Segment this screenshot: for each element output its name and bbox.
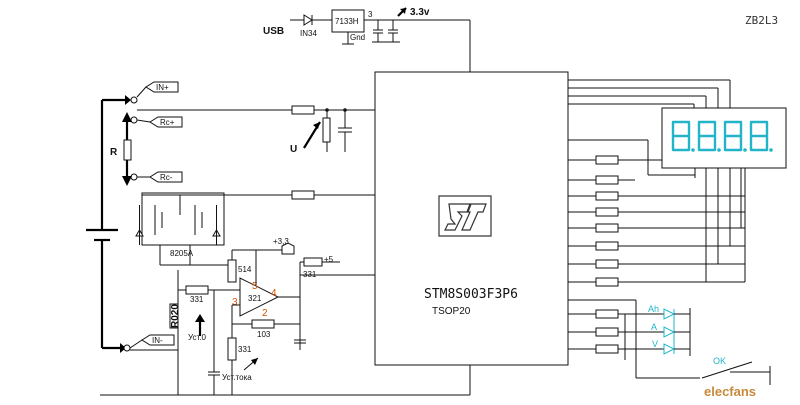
display-digit: [697, 120, 717, 152]
mcu-package-label: TSOP20: [432, 306, 471, 317]
ok-switch-icon: [701, 361, 753, 379]
opamp-pin3: 3: [232, 297, 238, 308]
shunt-label: R: [110, 147, 118, 158]
in-minus-label: IN-: [152, 336, 163, 345]
terminal-in-plus: [130, 96, 138, 104]
terminal-in-minus: [123, 344, 131, 352]
diode-icon: [303, 14, 313, 26]
divider-resistor: [291, 105, 315, 115]
r331a-label: 331: [190, 295, 204, 304]
led-section: Ah A V: [568, 304, 691, 360]
regulator-gnd-label: Gnd: [350, 33, 365, 42]
display-digit: [749, 120, 769, 152]
led-a-label: A: [651, 322, 657, 332]
opamp-pin5: 5: [252, 281, 258, 292]
display-decimal-point: [717, 148, 721, 152]
mosfet-block: 8205A: [135, 176, 375, 266]
r020-label: R020: [170, 304, 181, 328]
supply-out-label: 3.3v: [410, 7, 430, 18]
display-digits: [671, 120, 773, 152]
trim-pot: [322, 117, 331, 143]
usb-label: USB: [263, 26, 284, 37]
current-sense: R020 331 Уст.0 321 5 3 4 2 514 +3,3 331 …: [100, 237, 471, 396]
display-wiring: [568, 79, 787, 287]
ok-button-section: OK elecfans: [568, 299, 771, 399]
r331c-label: 331: [238, 345, 252, 354]
watermark: elecfans: [704, 384, 756, 399]
rc-minus-label: Rc-: [160, 173, 173, 182]
opamp-pin2: 2: [262, 308, 268, 319]
mosfet-label: 8205A: [170, 249, 194, 258]
ok-label: OK: [713, 356, 726, 366]
diode-label: IN34: [300, 29, 317, 38]
display-decimal-point: [769, 148, 773, 152]
r020-shunt: [169, 303, 179, 329]
plus5-label: +5: [324, 255, 334, 264]
power-supply: USB IN34 7133H Gnd 3 3.3v ZB2L3: [263, 7, 778, 72]
display-decimal-point: [691, 148, 695, 152]
terminal-rc-plus: [130, 116, 138, 124]
opamp-icon: [239, 277, 280, 317]
led-ah-icon: [663, 308, 676, 320]
st-logo: [438, 195, 492, 237]
ust0-label: Уст.0: [188, 333, 207, 342]
rc-plus-label: Rc+: [160, 118, 175, 127]
r103-label: 103: [257, 330, 271, 339]
in-plus-label: IN+: [156, 83, 169, 92]
led-v-label: V: [652, 339, 658, 349]
voltage-label: U: [290, 144, 297, 155]
display-digit: [671, 120, 691, 152]
display-decimal-point: [743, 148, 747, 152]
input-section: IN+ Rc+ Rc- IN- R U: [86, 81, 375, 353]
display-digit: [723, 120, 743, 152]
board-id-label: ZB2L3: [745, 14, 778, 27]
terminal-rc-minus: [130, 173, 138, 181]
segment-resistors: [568, 155, 745, 287]
regulator-label: 7133H: [335, 17, 359, 26]
led-a-icon: [663, 326, 676, 338]
mosfet-chip: [141, 192, 225, 246]
led-ah-label: Ah: [648, 304, 659, 314]
opamp-label: 321: [248, 294, 262, 303]
ust-toka-label: Уст.тока: [222, 373, 252, 382]
r514-label: 514: [238, 265, 252, 274]
mcu-block: STM8S003F3P6 TSOP20: [374, 71, 569, 366]
shunt-resistor: [123, 139, 132, 161]
mcu-part-label: STM8S003F3P6: [424, 287, 518, 302]
plus33-label: +3,3: [273, 237, 289, 246]
regulator-out-pin: 3: [368, 10, 373, 19]
opamp-pin4: 4: [271, 288, 277, 299]
led-v-icon: [663, 343, 676, 355]
